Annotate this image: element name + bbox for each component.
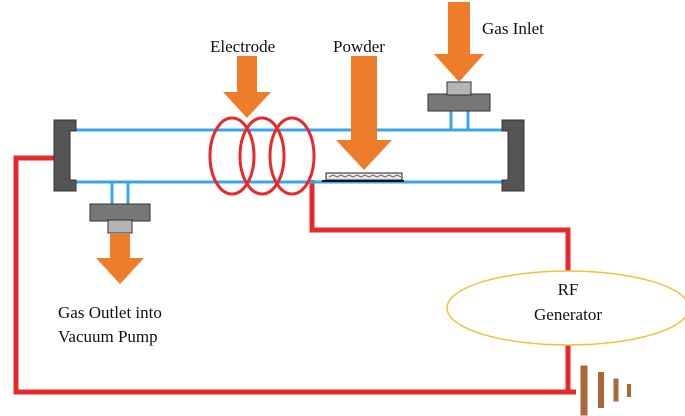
electrode-arrow [223,56,271,118]
label-rf-line2: Generator [534,305,602,324]
circuit-wiring [13,155,576,395]
callout-arrows [96,2,484,284]
outlet-flange [89,203,151,222]
label-rf-line1: RF [558,280,579,299]
powder-texture [328,174,402,178]
gas-inlet-port [427,81,491,130]
gas-inlet-arrow [434,2,484,82]
gas-outlet-arrow [96,234,144,284]
label-gas-outlet-line1: Gas Outlet into [58,303,162,322]
label-gas-inlet: Gas Inlet [482,19,544,38]
left-end-cap [53,119,77,192]
powder-arrow [336,56,392,170]
electrode-coil [208,116,316,196]
wire-left-loop [13,155,576,395]
wire-electrode-to-rf [309,180,571,272]
inlet-flange [427,93,491,112]
rf-generator [446,270,685,346]
coil-loop-2 [238,116,286,196]
reactor-tube [76,128,502,184]
coil-loop-1 [208,116,256,196]
inlet-valve-knob [446,81,472,96]
ground-icon [580,365,631,416]
label-powder: Powder [333,37,385,56]
label-electrode: Electrode [210,37,275,56]
powder-bed [322,172,404,182]
outlet-valve-knob [107,219,133,234]
right-end-cap [501,119,525,192]
label-gas-outlet-line2: Vacuum Pump [58,327,158,346]
gas-outlet-port [89,182,151,234]
coil-loop-3 [268,116,316,196]
